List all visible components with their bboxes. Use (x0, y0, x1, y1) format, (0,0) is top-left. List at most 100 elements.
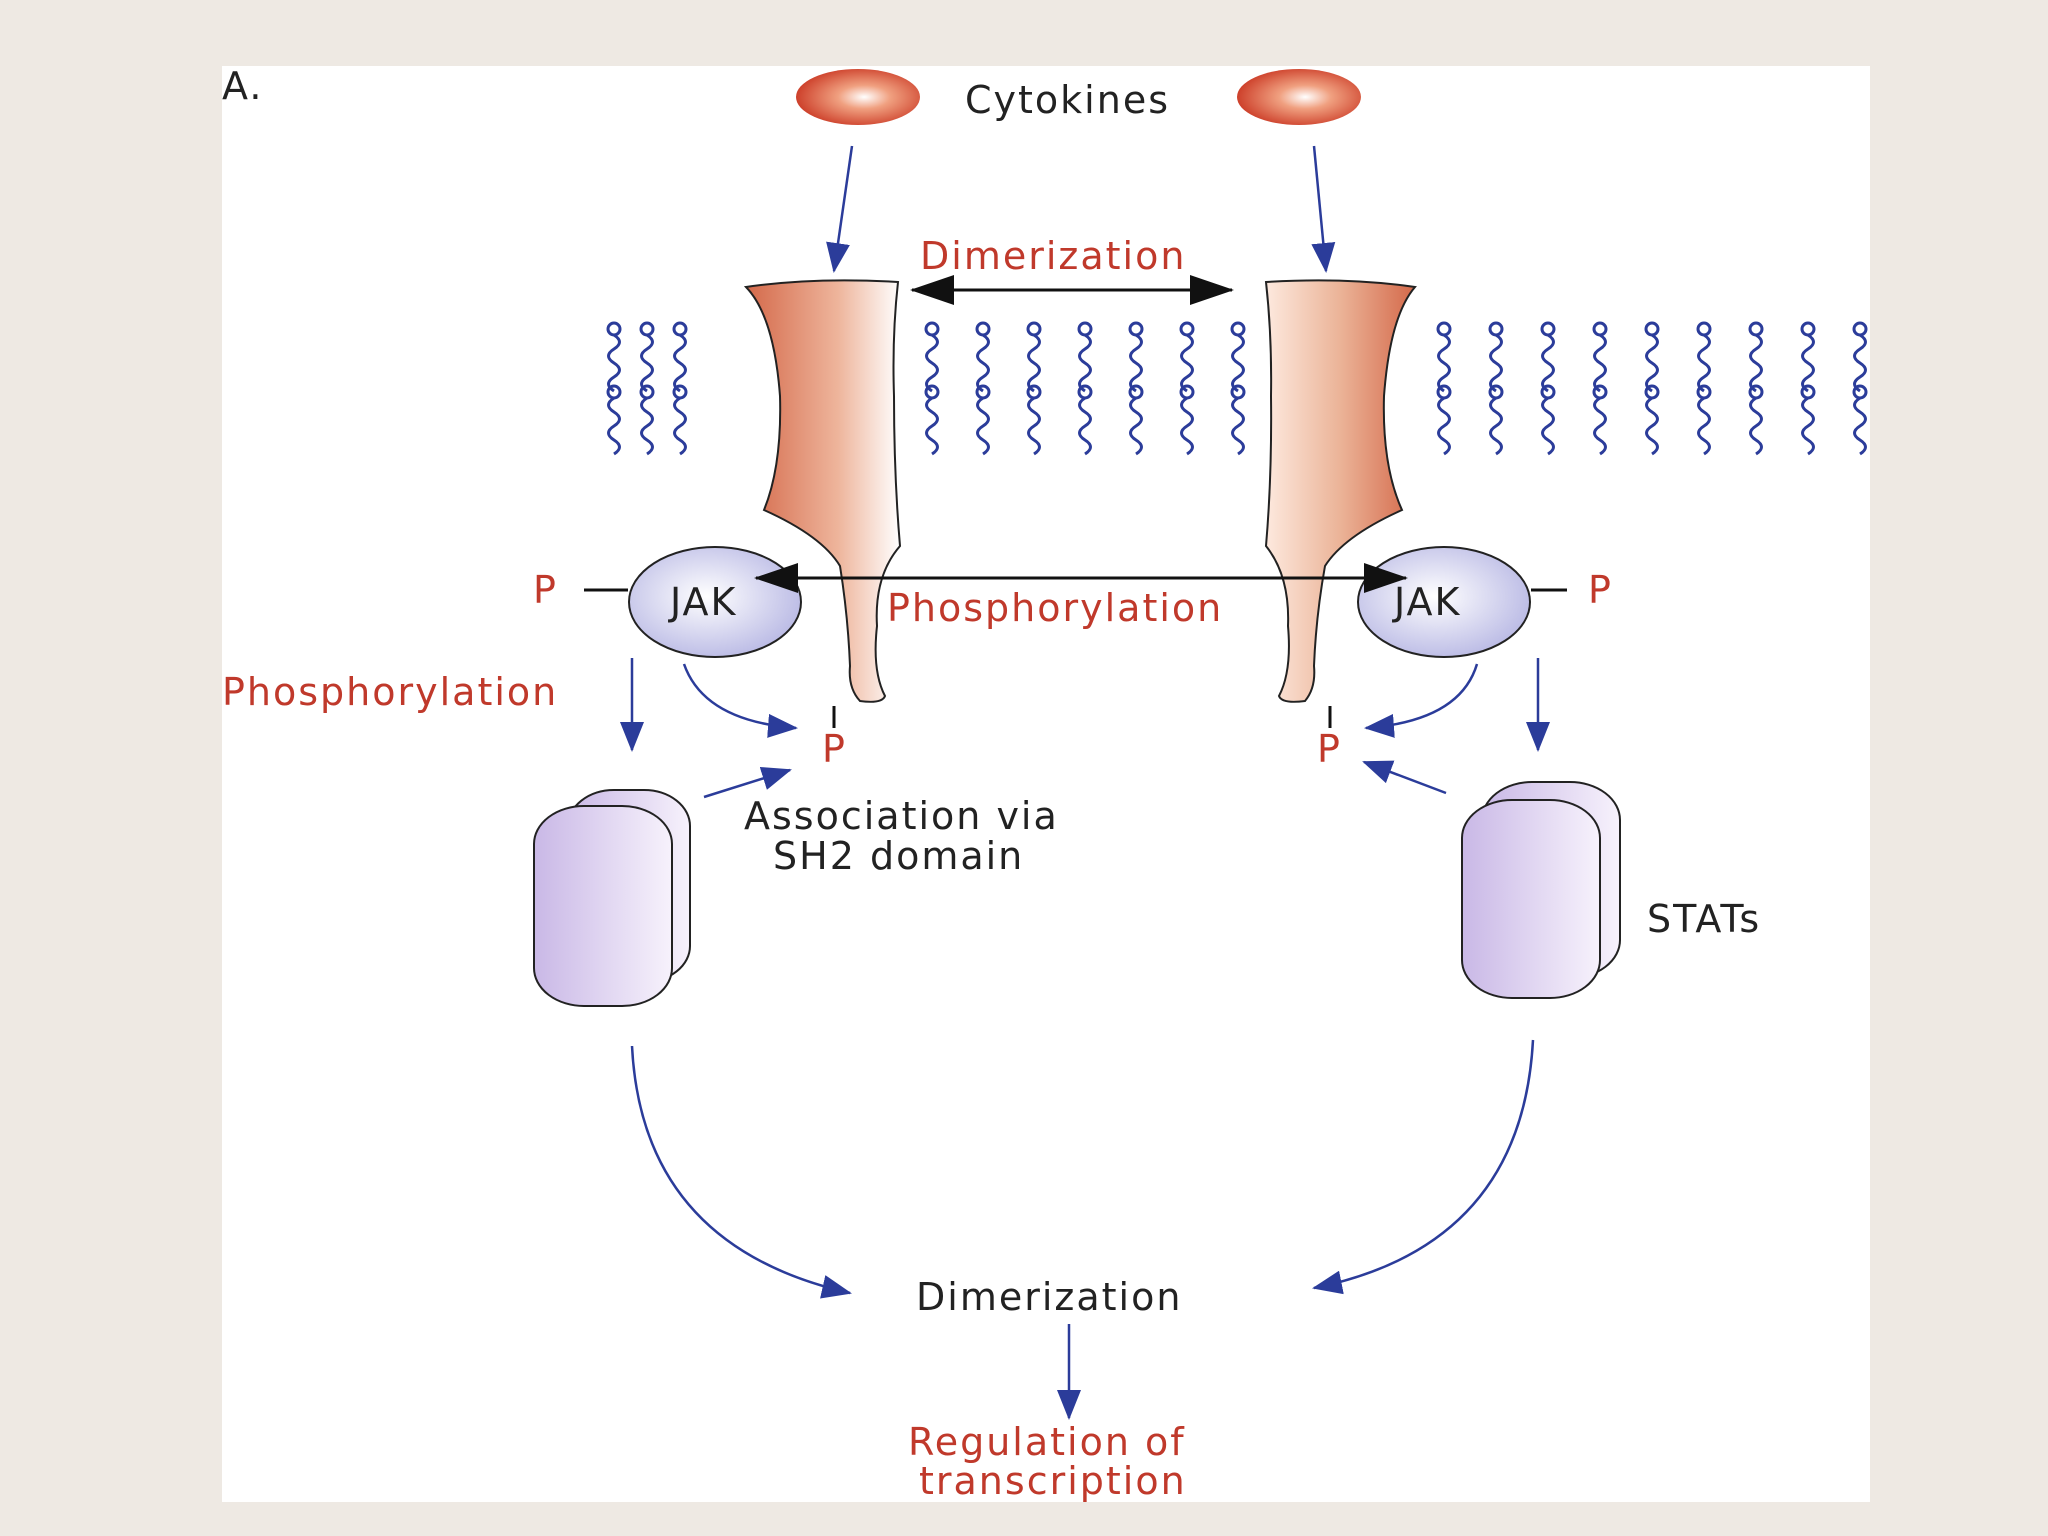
lipid-head (672, 321, 688, 337)
lipid-tail (1541, 333, 1555, 393)
stat-to-dimer-curve-left (630, 1045, 852, 1299)
association-line2: SH2 domain (773, 834, 1024, 878)
cytokine-arrow-left (826, 145, 854, 273)
lipid-tail (1129, 396, 1143, 456)
lipid-tail (925, 333, 939, 393)
lipid-head (1128, 321, 1144, 337)
lipid-tail (1231, 396, 1245, 456)
lipid-head (1077, 384, 1093, 400)
lipid-tail (1593, 396, 1607, 456)
lipid-head (639, 384, 655, 400)
lipid-head (924, 321, 940, 337)
association-line1: Association via (744, 794, 1059, 838)
lipid-tail (1489, 396, 1503, 456)
lipid-head (1026, 321, 1042, 337)
lipid-head (1592, 321, 1608, 337)
lipid-tail (673, 396, 687, 456)
lipid-tail (1129, 333, 1143, 393)
lipid-head (1748, 321, 1764, 337)
lipid-head (1077, 321, 1093, 337)
association-arrow-right (1362, 760, 1447, 795)
association-arrow-left (703, 766, 792, 799)
jak-right-label: JAK (1392, 580, 1461, 624)
lipid-tail (1180, 333, 1194, 393)
p-right-jak: P (1588, 568, 1613, 612)
lipid-head (1852, 321, 1868, 337)
stats-label: STATs (1647, 897, 1761, 941)
lipid-tail (1027, 396, 1041, 456)
lipid-head (606, 321, 622, 337)
lipid-head (639, 321, 655, 337)
jak-to-receptor-arrow-left (682, 663, 798, 738)
jak-stat-pathway-diagram: A. Cytokines Dimerization JAK JAK P P Ph… (222, 66, 1868, 1502)
lipid-head (1488, 384, 1504, 400)
stat-right (1461, 781, 1621, 999)
lipid-tail (640, 396, 654, 456)
lipid-tail (1697, 333, 1711, 393)
lipid-head (1179, 321, 1195, 337)
lipid-tail (640, 333, 654, 393)
p-left-receptor: P (822, 727, 847, 771)
lipid-tail (1027, 333, 1041, 393)
lipid-head (975, 321, 991, 337)
lipid-tail (607, 396, 621, 456)
lipid-head (1540, 321, 1556, 337)
lipid-head (1488, 321, 1504, 337)
stat-to-dimer-curve-right (1312, 1039, 1535, 1295)
lipid-tail (1697, 396, 1711, 456)
panel-label: A. (222, 66, 263, 108)
lipid-tail (1180, 396, 1194, 456)
lipid-tail (1437, 396, 1451, 456)
lipid-head (1230, 321, 1246, 337)
lipid-head (1644, 384, 1660, 400)
lipid-tail (1749, 396, 1763, 456)
lipid-head (1026, 384, 1042, 400)
lipid-tail (1541, 396, 1555, 456)
cytokine-left (796, 69, 920, 125)
lipid-tail (1801, 396, 1815, 456)
lipid-head (1644, 321, 1660, 337)
lipid-head (924, 384, 940, 400)
lipid-tail (1437, 333, 1451, 393)
lipid-head (1696, 321, 1712, 337)
lipid-head (1592, 384, 1608, 400)
lipid-head (1540, 384, 1556, 400)
stat-left (533, 789, 691, 1007)
lipid-head (672, 384, 688, 400)
lipid-tail (607, 333, 621, 393)
dimerization-bottom-label: Dimerization (916, 1275, 1182, 1319)
cytokine-arrow-right (1311, 145, 1336, 273)
lipid-tail (1489, 333, 1503, 393)
lipid-head (1696, 384, 1712, 400)
lipid-head (1128, 384, 1144, 400)
regulation-line1: Regulation of (908, 1420, 1186, 1464)
lipid-head (1179, 384, 1195, 400)
cytokines-label: Cytokines (965, 78, 1170, 122)
lipid-tail (1801, 333, 1815, 393)
receptor-right (1264, 279, 1417, 703)
lipid-tail (1593, 333, 1607, 393)
lipid-tail (925, 396, 939, 456)
receptor-left (743, 279, 902, 703)
cytokine-right (1237, 69, 1361, 125)
lipid-head (1748, 384, 1764, 400)
lipid-tail (1645, 333, 1659, 393)
p-left-jak: P (533, 568, 558, 612)
lipid-head (606, 384, 622, 400)
lipid-tail (1231, 333, 1245, 393)
lipid-head (1800, 321, 1816, 337)
cell-membrane (606, 321, 1868, 456)
lipid-head (1436, 384, 1452, 400)
phosphorylation-center-label: Phosphorylation (887, 586, 1223, 630)
jak-to-receptor-arrow-right (1364, 663, 1479, 738)
regulation-line2: transcription (919, 1459, 1187, 1502)
lipid-tail (1749, 333, 1763, 393)
lipid-tail (976, 396, 990, 456)
diagram-slide: A. Cytokines Dimerization JAK JAK P P Ph… (222, 66, 1870, 1502)
dimerization-top-label: Dimerization (920, 234, 1186, 278)
lipid-tail (976, 333, 990, 393)
lipid-tail (1645, 396, 1659, 456)
lipid-head (1230, 384, 1246, 400)
lipid-head (1800, 384, 1816, 400)
lipid-head (1852, 384, 1868, 400)
